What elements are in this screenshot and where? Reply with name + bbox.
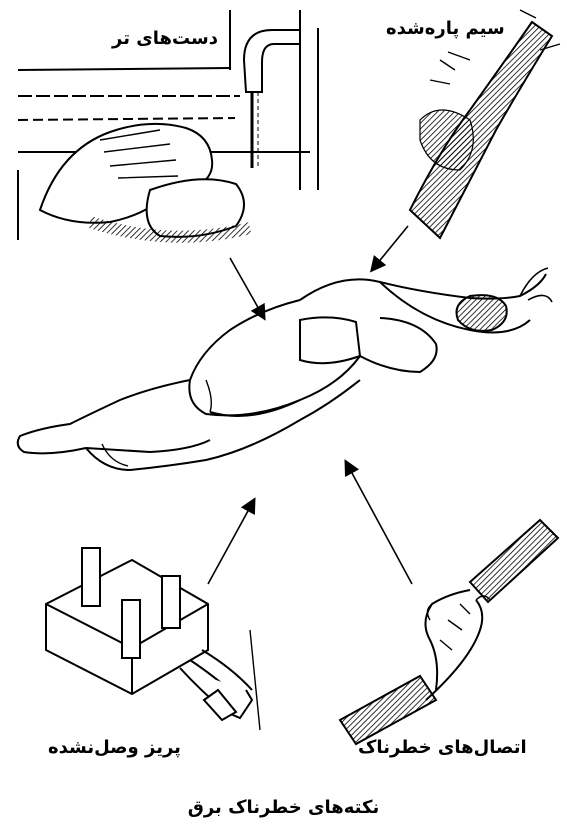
label-damaged-wire: سیم پاره‌شده	[386, 18, 505, 39]
arrow-wet-hands	[230, 258, 264, 318]
label-unplugged-socket: پریز وصل‌نشده	[48, 737, 181, 758]
dangerous-connections-illustration	[340, 520, 558, 744]
arrow-plug	[208, 500, 254, 584]
figure-caption: نکته‌های خطرناک برق	[0, 797, 567, 818]
lying-person-illustration	[18, 268, 552, 470]
label-dangerous-connections: اتصال‌های خطرناک	[358, 737, 527, 758]
plug-illustration	[46, 548, 260, 730]
damaged-wire-illustration	[410, 10, 560, 238]
arrow-connections	[346, 462, 412, 584]
arrow-damaged-wire	[372, 226, 408, 270]
label-wet-hands: دست‌های تر	[112, 28, 218, 49]
arrows	[208, 226, 412, 584]
